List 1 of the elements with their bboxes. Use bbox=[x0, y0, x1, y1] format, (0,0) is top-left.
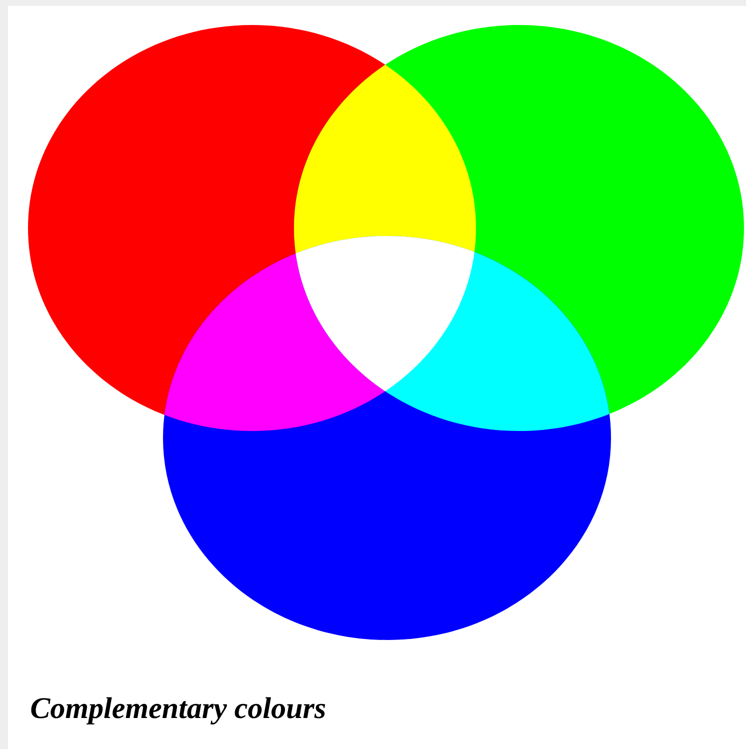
caption: Complementary colours bbox=[31, 697, 326, 724]
